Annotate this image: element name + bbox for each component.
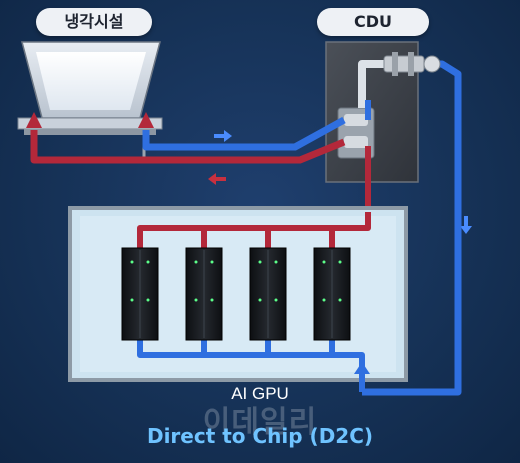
gpu-rack [121, 247, 159, 341]
cooling-facility-label: 냉각시설 [36, 8, 152, 36]
cooling-tower [17, 41, 163, 160]
ai-gpu-label: AI GPU [231, 384, 289, 403]
flow-arrows [208, 130, 472, 234]
gpu-rack [313, 247, 351, 341]
arrow-right-cold [214, 130, 232, 142]
gpu-room [68, 206, 408, 392]
gpu-rack [185, 247, 223, 341]
cdu-label: CDU [317, 8, 429, 36]
arrow-down-cold [460, 216, 472, 234]
gpu-rack [249, 247, 287, 341]
arrow-left-hot [208, 173, 226, 185]
cdu-plumbing [358, 52, 462, 396]
outer-pipes [26, 112, 346, 164]
caption-d2c: Direct to Chip (D2C) [146, 424, 374, 448]
watermark: 이데일리 [202, 405, 318, 440]
